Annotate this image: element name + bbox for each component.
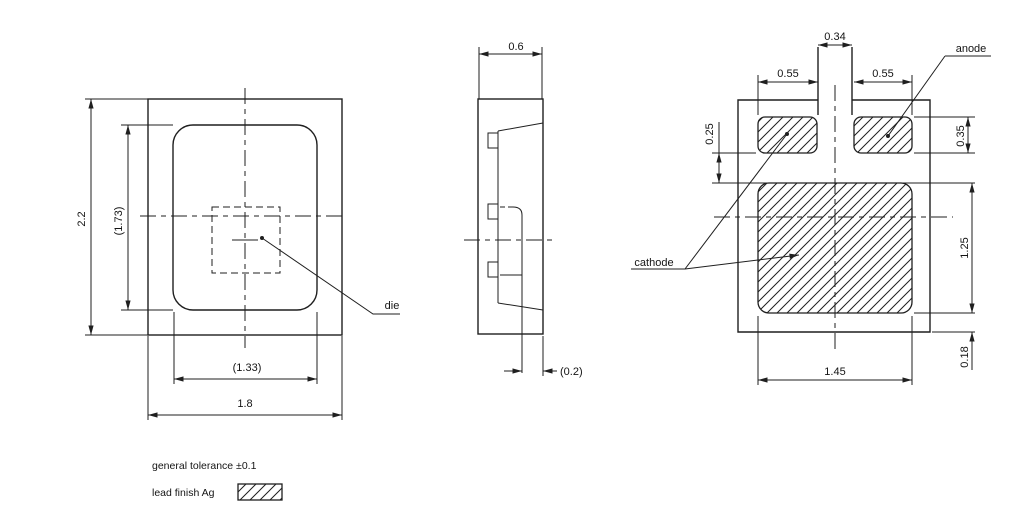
package-outline [737, 99, 931, 333]
notes: general tolerance ±0.1 lead finish Ag [152, 460, 283, 501]
leader-line-to-pad [684, 133, 788, 270]
side-view: 0.6 (0.2) [464, 41, 583, 378]
die-outline [211, 206, 281, 274]
dim-body-height: (1.73) [113, 124, 173, 311]
dim-body-width: (1.33) [173, 312, 318, 384]
bottom-chamfer [497, 302, 544, 311]
cathode-callout: cathode [631, 132, 800, 270]
leader-line [887, 55, 946, 137]
anode-pad [853, 116, 913, 154]
bottom-view: 0.34 0.55 0.55 0.25 0.35 [631, 31, 991, 385]
anode-label: anode [956, 43, 987, 55]
dim-text: 0.6 [508, 41, 523, 53]
dim-overall-height: 2.2 [76, 98, 148, 336]
dim-text: 1.45 [824, 366, 845, 378]
dim-slot-width: 0.34 [818, 31, 852, 48]
die-callout: die [260, 236, 400, 315]
dim-text: 0.55 [777, 68, 798, 80]
dim-thickness: 0.6 [478, 41, 543, 99]
die-label: die [385, 300, 400, 312]
dim-text: 0.35 [955, 125, 967, 146]
pad-profile [500, 206, 523, 276]
tolerance-note: general tolerance ±0.1 [152, 460, 257, 472]
dim-text: 0.25 [704, 123, 716, 144]
dim-cathode-pad-width: 0.55 [757, 68, 818, 115]
dim-bottom-margin: 0.18 [932, 331, 975, 370]
anode-callout: anode [886, 43, 991, 138]
dim-text: (1.73) [113, 207, 125, 236]
leader-line [261, 237, 400, 315]
dim-thermal-pad-height: 1.25 [914, 183, 975, 314]
lead-stub-middle [487, 203, 499, 220]
leader-arrow-to-thermal-pad [684, 253, 800, 270]
dim-overall-width: 1.8 [147, 336, 343, 420]
leader-dot [785, 132, 789, 136]
dim-text: (0.2) [560, 366, 583, 378]
dim-standoff: (0.2) [504, 366, 583, 378]
leader-dot [886, 134, 890, 138]
dim-pad-gap: 0.25 [704, 122, 975, 184]
package-outline [477, 98, 544, 335]
dim-text: 1.25 [959, 237, 971, 258]
dim-text: 2.2 [76, 211, 88, 226]
top-view: die 2.2 (1.73) (1.33) 1.8 [76, 88, 400, 420]
dim-text: (1.33) [233, 362, 262, 374]
hatch-swatch [237, 483, 283, 501]
dim-thermal-pad-width: 1.45 [757, 316, 913, 385]
top-chamfer [497, 122, 544, 132]
lead-stub-top [487, 132, 499, 149]
dim-text: 0.55 [872, 68, 893, 80]
cathode-label: cathode [634, 257, 673, 269]
lead-stub-bottom [487, 261, 499, 278]
dim-text: 1.8 [237, 398, 252, 410]
dim-text: 0.18 [959, 346, 971, 367]
dim-anode-pad-width: 0.55 [854, 68, 913, 115]
dim-top-pad-height: 0.35 [914, 116, 975, 154]
dim-text: 0.34 [824, 31, 845, 43]
lead-finish-note: lead finish Ag [152, 487, 215, 499]
